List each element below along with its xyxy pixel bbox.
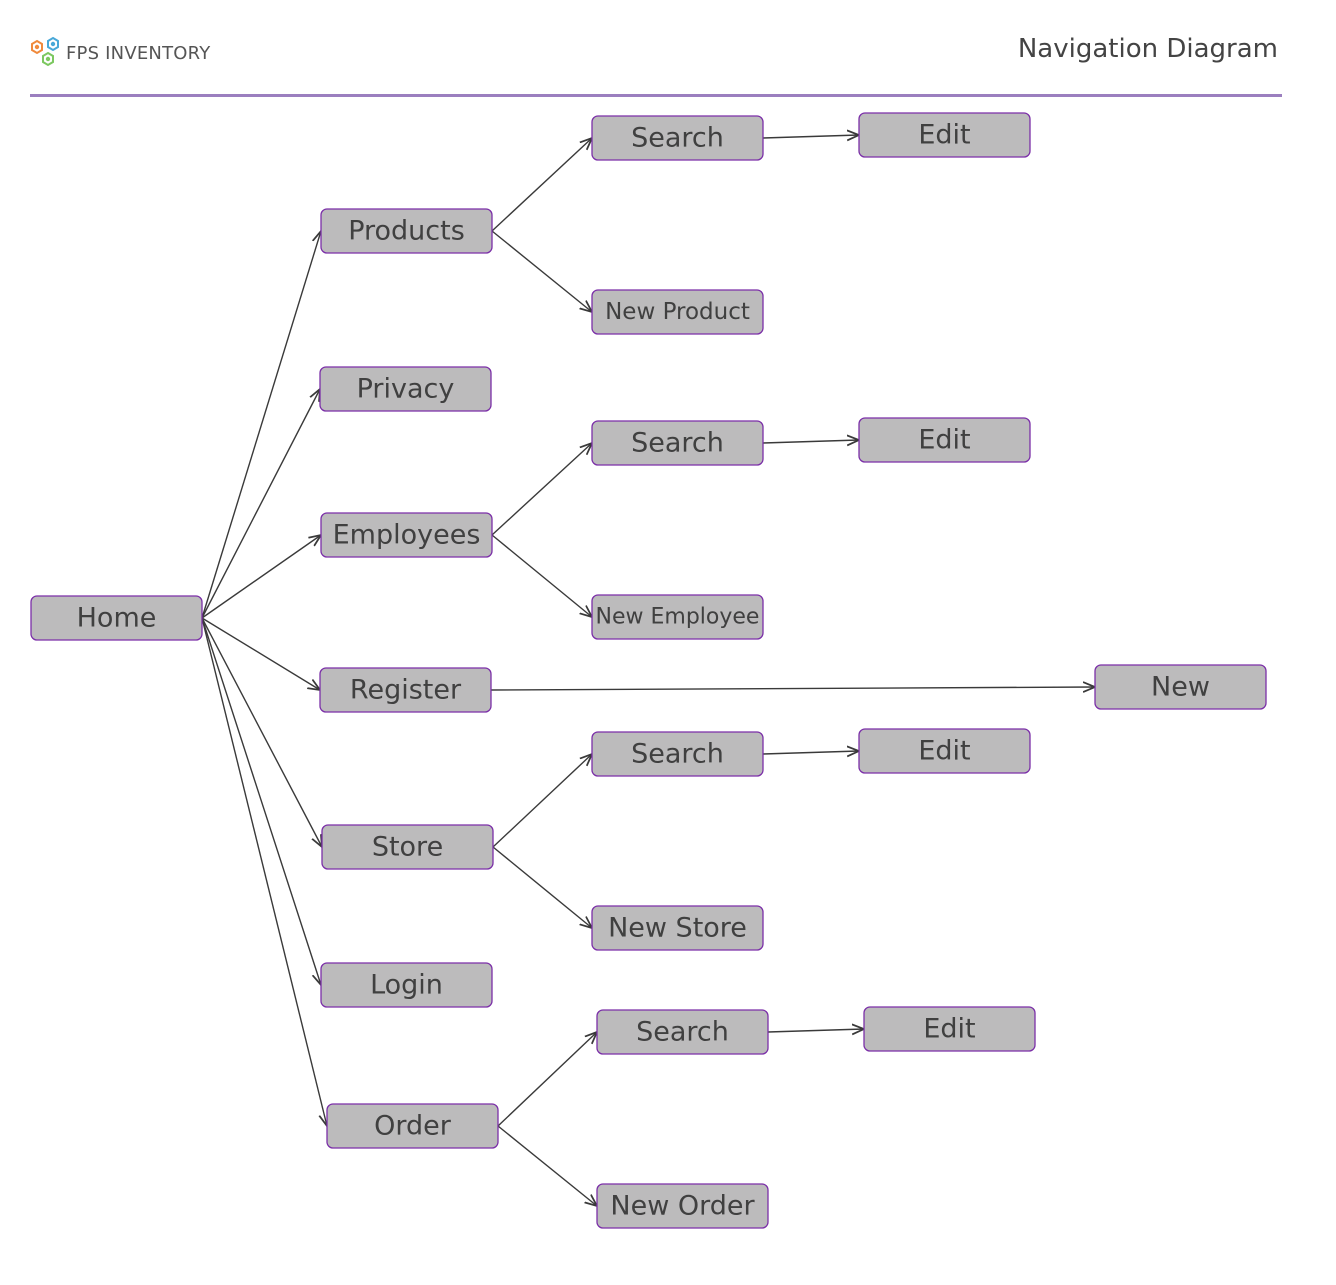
node-label: New Order: [610, 1191, 755, 1222]
node-order: Order: [326, 1103, 499, 1149]
brand-logo: FPS INVENTORY: [28, 36, 210, 70]
node-label: Search: [631, 739, 724, 770]
node-store: Store: [321, 824, 494, 870]
node-box: [320, 208, 493, 254]
node-box: [591, 731, 764, 777]
node-employees-edit: Edit: [858, 417, 1031, 463]
edge-home-to-order: [201, 617, 327, 1126]
node-label: Search: [631, 123, 724, 154]
node-home: Home: [30, 595, 203, 641]
nodes: Home ProductsPrivacyEmployeesRegisterStor…: [30, 112, 1267, 1229]
node-box: [596, 1183, 769, 1229]
node-label: Edit: [918, 736, 970, 767]
node-login: Login: [320, 962, 493, 1008]
edge-products-to-products-search: [491, 138, 592, 232]
node-box: [320, 962, 493, 1008]
edge-home-to-employees: [201, 535, 321, 619]
node-store-edit: Edit: [858, 728, 1031, 774]
node-box: [321, 824, 494, 870]
node-label: New: [1151, 672, 1210, 703]
node-box: [858, 417, 1031, 463]
node-label: Privacy: [357, 374, 455, 405]
node-box: [326, 1103, 499, 1149]
node-new-employee: New Employee: [591, 594, 764, 640]
node-register-new: New: [1094, 664, 1267, 710]
node-box: [591, 115, 764, 161]
node-products-edit: Edit: [858, 112, 1031, 158]
node-label: Search: [631, 428, 724, 459]
node-box: [591, 289, 764, 335]
edge-store-search-to-store-edit: [762, 751, 859, 754]
node-products: Products: [320, 208, 493, 254]
node-box: [858, 112, 1031, 158]
node-box: [596, 1009, 769, 1055]
node-store-search: Search: [591, 731, 764, 777]
brand-name: FPS INVENTORY: [66, 42, 211, 64]
header-divider: [30, 94, 1282, 97]
edge-register-to-register-new: [490, 687, 1095, 690]
node-box: [863, 1006, 1036, 1052]
node-box: [320, 512, 493, 558]
node-products-search: Search: [591, 115, 764, 161]
node-box: [591, 594, 764, 640]
edge-products-to-new-product: [491, 230, 592, 312]
node-order-search: Search: [596, 1009, 769, 1055]
edge-order-search-to-order-edit: [767, 1029, 864, 1032]
edge-home-to-store: [201, 617, 322, 847]
node-employees: Employees: [320, 512, 493, 558]
edge-employees-to-employees-search: [491, 443, 592, 536]
page-title: Navigation Diagram: [1017, 34, 1278, 64]
node-new-product: New Product: [591, 289, 764, 335]
node-box: [591, 905, 764, 951]
edge-order-to-order-search: [497, 1032, 597, 1127]
node-label: Home: [77, 603, 157, 634]
node-label: Login: [370, 970, 443, 1001]
edge-products-search-to-products-edit: [762, 135, 859, 138]
node-label: Search: [636, 1017, 729, 1048]
node-label: Store: [372, 832, 443, 863]
node-label: Edit: [918, 120, 970, 151]
node-label: Products: [348, 216, 465, 247]
edges: [201, 135, 1095, 1206]
node-employees-search: Search: [591, 420, 764, 466]
node-register: Register: [319, 667, 492, 713]
node-new-store: New Store: [591, 905, 764, 951]
node-box: [591, 420, 764, 466]
node-box: [858, 728, 1031, 774]
node-label: Edit: [918, 425, 970, 456]
edge-store-to-new-store: [492, 846, 592, 928]
node-new-order: New Order: [596, 1183, 769, 1229]
node-box: [319, 366, 492, 412]
edge-employees-to-new-employee: [491, 534, 592, 617]
hexagon-logo-icon: [31, 36, 59, 67]
node-label: Order: [374, 1111, 452, 1142]
node-label: Edit: [923, 1014, 975, 1045]
edge-home-to-register: [201, 617, 320, 690]
node-box: [319, 667, 492, 713]
node-label: New Product: [605, 299, 750, 325]
edge-home-to-login: [201, 617, 321, 985]
node-label: New Store: [608, 913, 747, 944]
edge-order-to-new-order: [497, 1125, 597, 1206]
node-label: Employees: [333, 520, 481, 551]
node-box: [1094, 664, 1267, 710]
node-label: New Employee: [596, 605, 760, 630]
node-label: Register: [350, 675, 462, 706]
edge-employees-search-to-employees-edit: [762, 440, 859, 443]
edge-home-to-privacy: [201, 389, 320, 619]
node-box: [30, 595, 203, 641]
edge-store-to-store-search: [492, 754, 592, 848]
node-privacy: Privacy: [319, 366, 492, 412]
edge-home-to-products: [201, 231, 321, 619]
node-order-edit: Edit: [863, 1006, 1036, 1052]
